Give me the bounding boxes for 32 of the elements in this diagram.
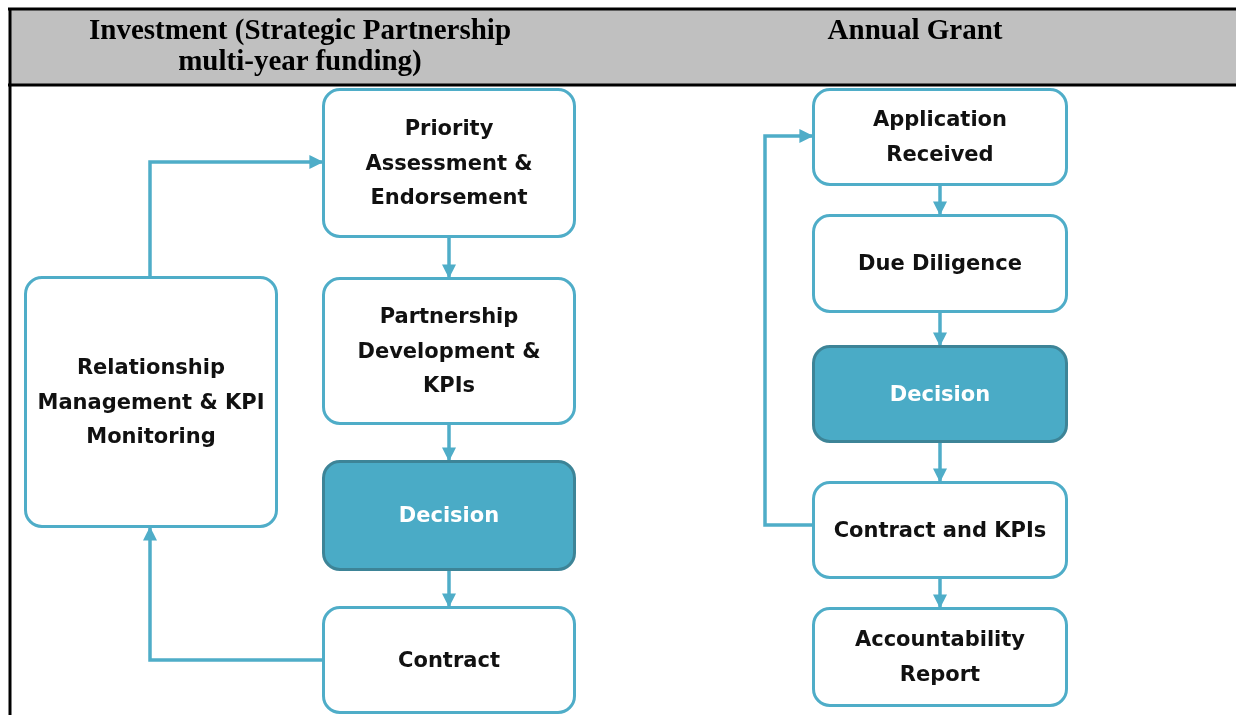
arrow: [442, 425, 456, 462]
box-label: Accountability Report: [853, 626, 1026, 688]
arrow: [148, 155, 324, 276]
process-box: [812, 481, 1068, 579]
arrow: [933, 579, 947, 609]
column-header: Investment (Strategic Partnership multi-year funding): [88, 14, 512, 76]
process-box: [812, 607, 1068, 707]
box-label: Contract and KPIs: [833, 516, 1047, 544]
decision-box: [812, 345, 1068, 443]
arrow: [933, 313, 947, 347]
box-label: Contract: [398, 646, 500, 674]
process-box: [322, 277, 576, 425]
box-label: Partnership Development & KPIs: [356, 303, 542, 400]
box-label: Decision: [398, 502, 500, 530]
process-box: [322, 606, 576, 714]
box-label: Application Received: [872, 106, 1008, 168]
column-header: Annual Grant: [826, 14, 1004, 45]
decision-box: [322, 460, 576, 571]
arrow: [933, 443, 947, 483]
box-label: Relationship Management & KPI Monitoring: [36, 354, 266, 451]
box-label: Decision: [889, 380, 991, 408]
arrow: [933, 186, 947, 216]
process-box: [812, 88, 1068, 186]
arrow: [442, 571, 456, 608]
box-label: Priority Assessment & Endorsement: [364, 115, 534, 212]
process-box: [322, 88, 576, 238]
process-box: [24, 276, 278, 528]
arrow: [143, 526, 322, 662]
process-box: [812, 214, 1068, 313]
arrow: [442, 238, 456, 279]
arrow: [763, 129, 814, 527]
box-label: Due Diligence: [858, 250, 1022, 278]
